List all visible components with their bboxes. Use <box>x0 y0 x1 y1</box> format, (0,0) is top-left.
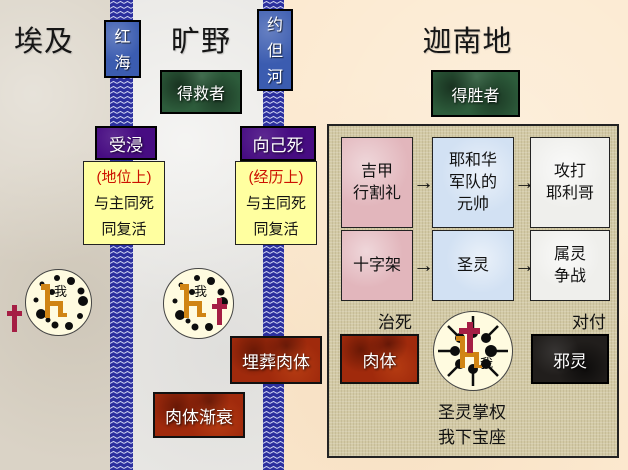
deal-with-label: 对付 <box>572 313 606 332</box>
arrow-right-icon: → <box>413 254 434 277</box>
red-sea-label: 红 海 <box>104 20 141 78</box>
self-label: 我 <box>194 284 208 299</box>
spirit-reigns-caption: 圣灵掌权 我下宝座 <box>438 403 506 447</box>
arrow-right-icon: → <box>413 171 434 194</box>
put-to-death-label: 治死 <box>378 313 412 332</box>
flow-box-cross: 十字架 <box>341 230 413 301</box>
flow-box-commander-of-lords-army: 耶和华 军队的 元帅 <box>432 137 514 228</box>
experiential-note: (经历上) 与主同死 同复活 <box>235 161 317 245</box>
canaan-title: 迦南地 <box>422 26 513 58</box>
cross-icon <box>459 322 480 353</box>
flow-box-holy-spirit: 圣灵 <box>432 230 514 301</box>
saved-ones-box: 得救者 <box>160 70 242 114</box>
bury-flesh-box: 埋葬肉体 <box>230 336 322 384</box>
evil-spirits-box: 邪灵 <box>531 334 609 384</box>
cross-icon <box>212 298 227 325</box>
sin-dots-and-throne-icon <box>33 275 88 330</box>
experiential-note-body: 与主同死 同复活 <box>245 195 306 238</box>
throne-chair-icon <box>41 284 67 318</box>
positional-note-body: 与主同死 同复活 <box>93 195 154 238</box>
positional-note: (地位上) 与主同死 同复活 <box>83 161 165 245</box>
canaan-panel: 吉甲 行割礼 → 耶和华 军队的 元帅 → 攻打 耶利哥 十字架 → 圣灵 → … <box>327 124 619 458</box>
self-label: 我 <box>480 356 494 371</box>
christ-on-throne-circle: 我 <box>433 311 513 391</box>
overcomer-box: 得胜者 <box>431 70 520 117</box>
throne-chair-icon <box>456 336 482 368</box>
flesh-box: 肉体 <box>340 334 419 384</box>
flesh-decays-box: 肉体渐衰 <box>153 392 245 438</box>
self-label: 我 <box>54 284 68 299</box>
die-to-self-box: 向己死 <box>240 126 316 161</box>
flow-box-spiritual-warfare: 属灵 争战 <box>530 230 610 301</box>
experiential-note-heading: (经历上) <box>248 169 304 186</box>
arrow-right-icon: → <box>514 171 535 194</box>
positional-note-heading: (地位上) <box>96 169 152 186</box>
arrow-right-icon: → <box>514 254 535 277</box>
wilderness-title: 旷野 <box>170 26 231 58</box>
self-on-throne-circle-egypt: 我 <box>25 269 92 336</box>
dealt-sins-pins-and-throne-icon <box>438 316 508 386</box>
flow-box-gilgal-circumcision: 吉甲 行割礼 <box>341 137 413 228</box>
egypt-title: 埃及 <box>13 26 74 58</box>
flow-box-attack-jericho: 攻打 耶利哥 <box>530 137 610 228</box>
jordan-river-label: 约 但 河 <box>257 9 293 91</box>
throne-chair-icon <box>180 284 206 318</box>
baptism-box: 受浸 <box>95 126 157 160</box>
cross-icon <box>7 305 22 332</box>
